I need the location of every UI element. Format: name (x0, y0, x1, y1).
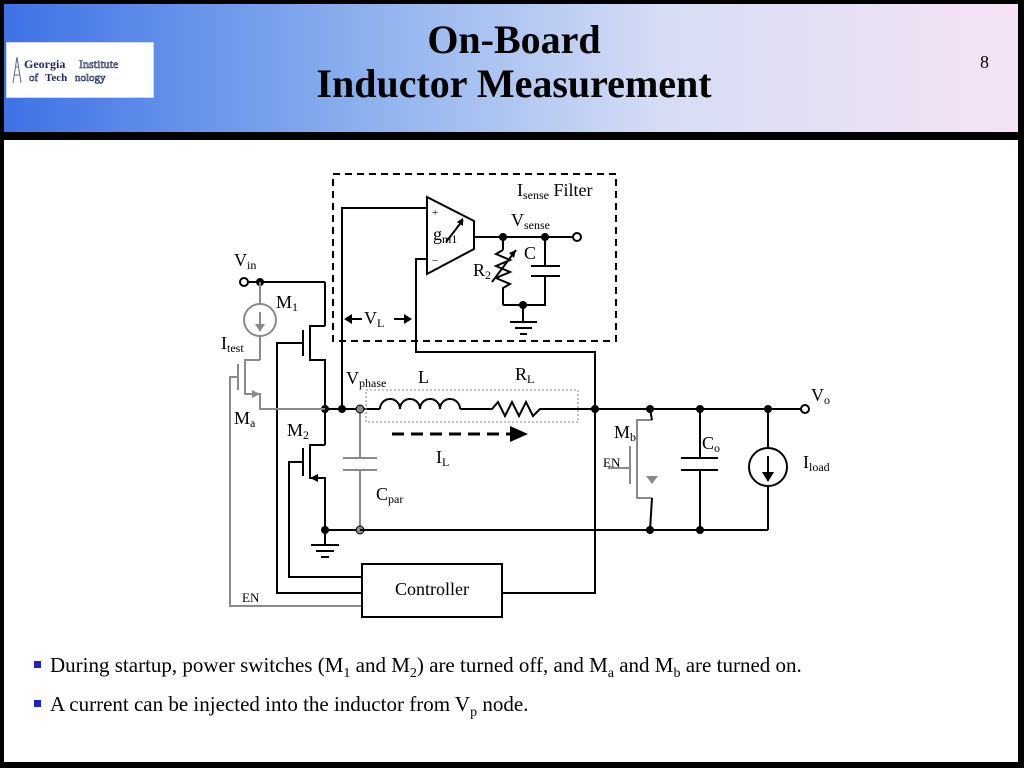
bullet-marker-icon (34, 661, 41, 668)
node-dot (764, 405, 772, 413)
vo-label: Vo (811, 385, 830, 407)
node-dot (646, 405, 654, 413)
amp-plus-sign: + (432, 207, 438, 219)
isense-filter-label: Isense Filter (517, 180, 593, 202)
node-dot (646, 526, 654, 534)
itest-arrow (255, 324, 265, 332)
m1-label: M1 (276, 292, 298, 314)
amp-arrow-head (457, 218, 463, 226)
co-label: Co (702, 433, 720, 455)
ma-arrow (252, 390, 260, 398)
page-number: 8 (980, 52, 989, 72)
node-dot (541, 233, 549, 241)
bullet-item: During startup, power switches (M1 and M… (30, 650, 1010, 689)
amp-minus-sign: − (432, 255, 438, 267)
vphase-label: Vphase (346, 368, 386, 390)
vin-label: Vin (234, 250, 256, 272)
node-dot (321, 526, 329, 534)
en-mb-label: EN (603, 455, 621, 470)
vl-arrow-left (344, 314, 352, 324)
circuit-diagram: Controller Isense Filter Vsense + − gm1 … (221, 173, 830, 618)
inductor-l (379, 398, 461, 410)
logo-georgia-text: Georgia (24, 57, 65, 71)
logo-tech-text: Tech (45, 72, 67, 84)
georgia-tech-logo: Georgia Institute of Tech nology (6, 42, 154, 98)
test-path-wiring (229, 282, 652, 607)
m2-label: M2 (287, 420, 309, 442)
node-dot (338, 405, 346, 413)
node-dot (591, 405, 599, 413)
node-dot (499, 233, 507, 241)
bullet-item: A current can be injected into the induc… (30, 689, 1010, 728)
il-arrow-head (510, 426, 528, 442)
node-dot (696, 405, 704, 413)
slide-header: Georgia Institute of Tech nology On-Boar… (4, 4, 1018, 132)
il-label: IL (436, 447, 449, 469)
vl-label: VL (364, 308, 384, 330)
ma-label: Ma (234, 408, 256, 430)
r2-label: R2 (473, 260, 491, 282)
controller-label: Controller (395, 579, 469, 599)
node-dot (696, 526, 704, 534)
itest-label: Itest (221, 333, 244, 355)
resistor-rl (460, 399, 595, 419)
title-line-2: Inductor Measurement (316, 61, 712, 106)
vo-terminal (800, 404, 810, 414)
node-dot (355, 404, 365, 414)
vsense-label: Vsense (511, 210, 550, 232)
node-dot (519, 301, 527, 309)
r2-tunable-arrow-head (509, 250, 516, 258)
isense-filter-box (332, 173, 617, 342)
title-line-1: On-Board (427, 17, 601, 62)
iload-arrow (762, 472, 774, 482)
rl-label: RL (515, 364, 534, 386)
en-controller-label: EN (242, 590, 260, 605)
c-label: C (524, 243, 536, 263)
bullet-marker-icon (34, 700, 41, 708)
bullet-list: During startup, power switches (M1 and M… (30, 650, 1010, 728)
slide-content: Controller Isense Filter Vsense + − gm1 … (4, 140, 1018, 762)
m2-arrow (310, 474, 318, 482)
logo-of-text: of (29, 72, 39, 84)
controller-block (361, 563, 503, 618)
mb-label: Mb (614, 422, 636, 444)
mb-arrow (646, 476, 658, 484)
gm1-label: gm1 (433, 224, 457, 246)
vsense-terminal (572, 232, 582, 242)
vl-arrow-right (404, 314, 412, 324)
logo-institute-text: Institute (79, 57, 118, 71)
iload-label: Iload (803, 452, 830, 474)
logo-nology-text: nology (75, 72, 106, 84)
slide-title: On-Board Inductor Measurement (204, 18, 824, 106)
cpar-label: Cpar (376, 484, 403, 506)
vin-terminal (239, 277, 249, 287)
inductor-label: L (418, 367, 429, 387)
